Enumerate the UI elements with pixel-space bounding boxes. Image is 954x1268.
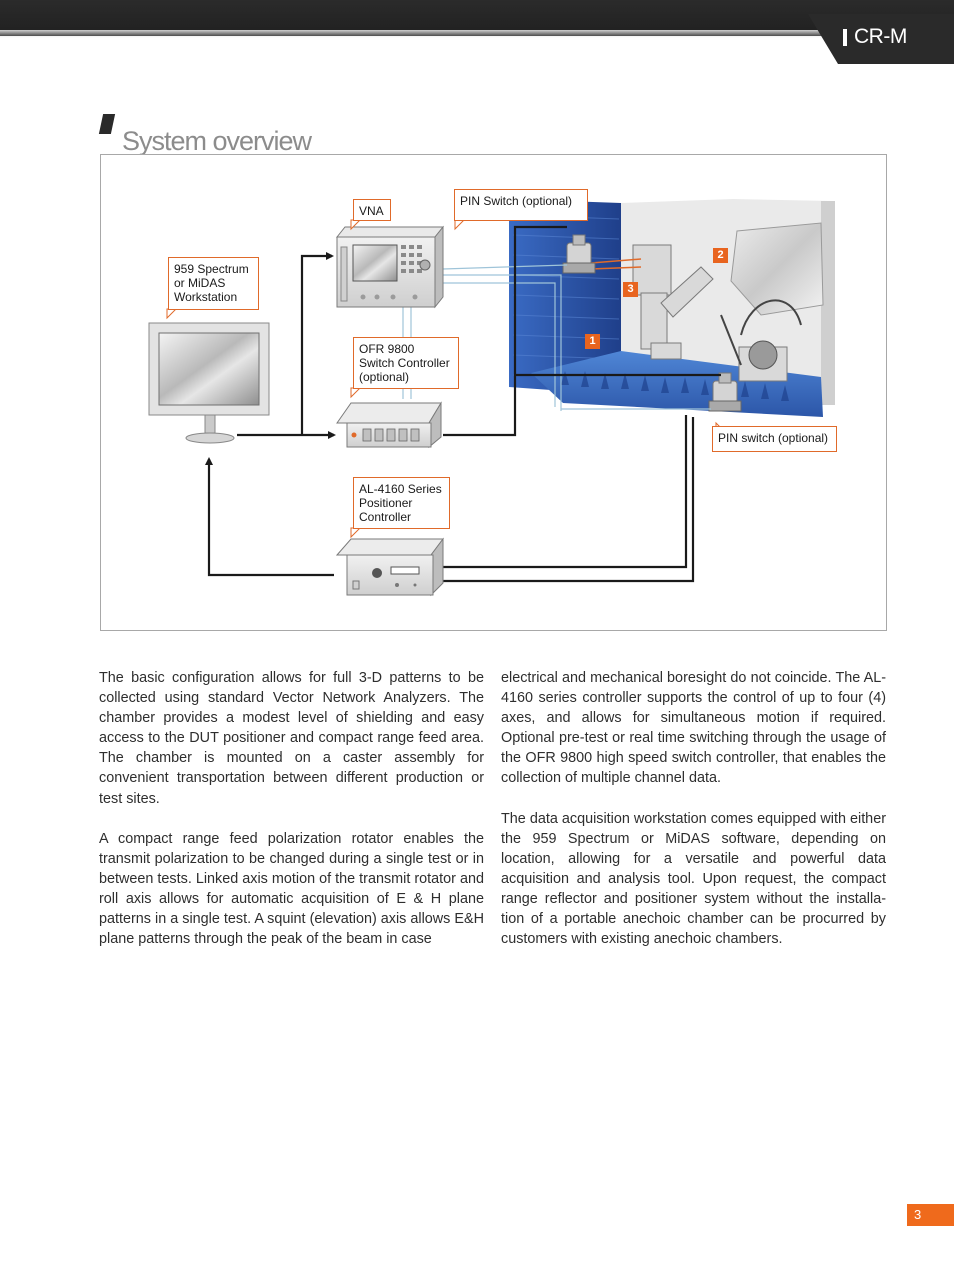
tab-marker-icon	[843, 29, 847, 46]
body-column-left: The basic configuration allows for full …	[99, 668, 484, 969]
paragraph: The data acquisition workstation comes e…	[501, 810, 886, 948]
callout-al4160-controller: AL-4160 Series Positioner Controller	[353, 477, 450, 529]
section-marker-icon	[98, 114, 116, 134]
pin-switch-bottom-icon	[708, 372, 742, 412]
paragraph: A compact range feed polarization rotato…	[99, 830, 484, 948]
callout-ofr-switch-controller: OFR 9800 Switch Controller (optional)	[353, 337, 459, 389]
badge-3: 3	[623, 282, 638, 297]
vna-instrument-icon	[335, 225, 445, 309]
callout-pin-switch-bottom: PIN switch (optional)	[712, 426, 837, 452]
system-diagram: VNA PIN Switch (optional) 959 Spectrum o…	[100, 154, 887, 631]
callout-pin-switch-top: PIN Switch (optional)	[454, 189, 588, 221]
header-tab-label: CR-M	[854, 25, 907, 48]
paragraph: The basic configuration allows for full …	[99, 670, 484, 807]
anechoic-chamber	[509, 199, 835, 417]
top-bar-shadow	[0, 30, 830, 38]
ofr-switch-controller-icon	[336, 401, 442, 449]
page-number: 3	[907, 1204, 954, 1226]
callout-vna: VNA	[353, 199, 391, 221]
body-column-right: electrical and mechanical boresight do n…	[501, 668, 886, 969]
badge-1: 1	[585, 334, 600, 349]
workstation-monitor-icon	[148, 322, 270, 444]
paragraph: electrical and mechanical boresight do n…	[501, 670, 886, 787]
section-title: System overview	[122, 126, 312, 157]
control-wires	[205, 225, 721, 583]
callout-workstation: 959 Spectrum or MiDAS Workstation	[168, 257, 259, 310]
diagram-drawing	[148, 199, 835, 597]
al4160-controller-icon	[335, 537, 444, 597]
pin-switch-top-icon	[562, 234, 596, 274]
badge-2: 2	[713, 248, 728, 263]
